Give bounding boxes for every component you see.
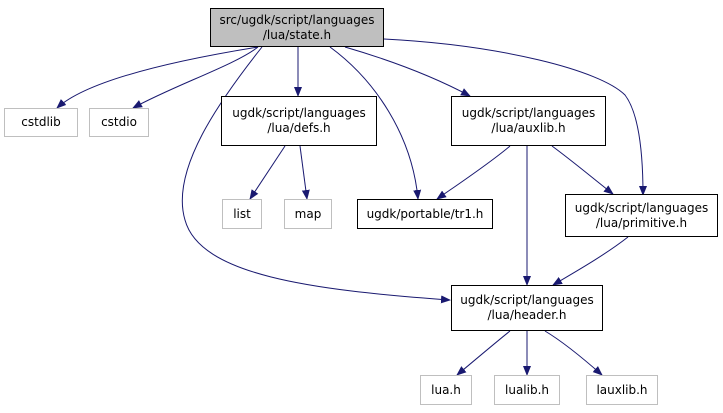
- node-primitive-h[interactable]: ugdk/script/languages /lua/primitive.h: [565, 194, 718, 237]
- node-cstdio-label: cstdio: [101, 115, 137, 129]
- node-lua-h: lua.h: [420, 375, 472, 405]
- edge-auxlib-tr1: [436, 145, 511, 200]
- node-list-label: list: [233, 206, 251, 221]
- node-cstdio: cstdio: [89, 108, 149, 137]
- node-header-h[interactable]: ugdk/script/languages /lua/header.h: [451, 285, 603, 331]
- node-state-h-line2: /lua/state.h: [262, 27, 332, 42]
- node-primitive-h-line2: /lua/primitive.h: [595, 215, 688, 230]
- node-header-h-line2: /lua/header.h: [487, 308, 567, 322]
- node-state-h[interactable]: src/ugdk/script/languages /lua/state.h: [210, 8, 384, 47]
- node-cstdlib: cstdlib: [4, 108, 78, 137]
- edge-state-cstdlib: [56, 46, 259, 109]
- node-defs-h[interactable]: ugdk/script/languages /lua/defs.h: [221, 96, 377, 146]
- node-primitive-h-line1: ugdk/script/languages: [574, 200, 709, 215]
- edge-primitive-header: [552, 236, 629, 286]
- edge-state-primitive: [383, 38, 647, 196]
- node-header-h-line1: ugdk/script/languages: [460, 293, 594, 307]
- node-state-h-line1: src/ugdk/script/languages: [219, 12, 375, 27]
- node-map-label: map: [294, 206, 322, 221]
- edge-state-header: [181, 46, 451, 304]
- edge-state-auxlib: [344, 46, 471, 97]
- edge-auxlib-primitive: [551, 145, 614, 195]
- node-lauxlib-h: lauxlib.h: [586, 375, 658, 405]
- node-map: map: [284, 199, 332, 229]
- node-list: list: [222, 199, 262, 229]
- node-cstdlib-label: cstdlib: [21, 115, 61, 129]
- node-auxlib-h-line1: ugdk/script/languages: [461, 106, 596, 120]
- edge-header-lua: [456, 330, 511, 376]
- node-lua-h-label: lua.h: [431, 382, 461, 397]
- edge-defs-list: [249, 145, 286, 200]
- node-lauxlib-h-label: lauxlib.h: [596, 382, 648, 397]
- node-tr1-h-label: ugdk/portable/tr1.h: [366, 206, 484, 221]
- node-defs-h-line2: /lua/defs.h: [267, 121, 331, 135]
- node-auxlib-h-line2: /lua/auxlib.h: [491, 121, 566, 135]
- node-auxlib-h[interactable]: ugdk/script/languages /lua/auxlib.h: [451, 96, 606, 146]
- edge-defs-map: [299, 145, 310, 200]
- edge-state-cstdio: [132, 46, 259, 109]
- node-lualib-h: lualib.h: [494, 375, 560, 405]
- node-defs-h-line1: ugdk/script/languages: [232, 106, 366, 120]
- node-tr1-h[interactable]: ugdk/portable/tr1.h: [357, 199, 493, 229]
- edge-state-tr1: [329, 46, 422, 200]
- node-lualib-h-label: lualib.h: [505, 382, 549, 397]
- edge-header-lauxlib: [544, 330, 603, 376]
